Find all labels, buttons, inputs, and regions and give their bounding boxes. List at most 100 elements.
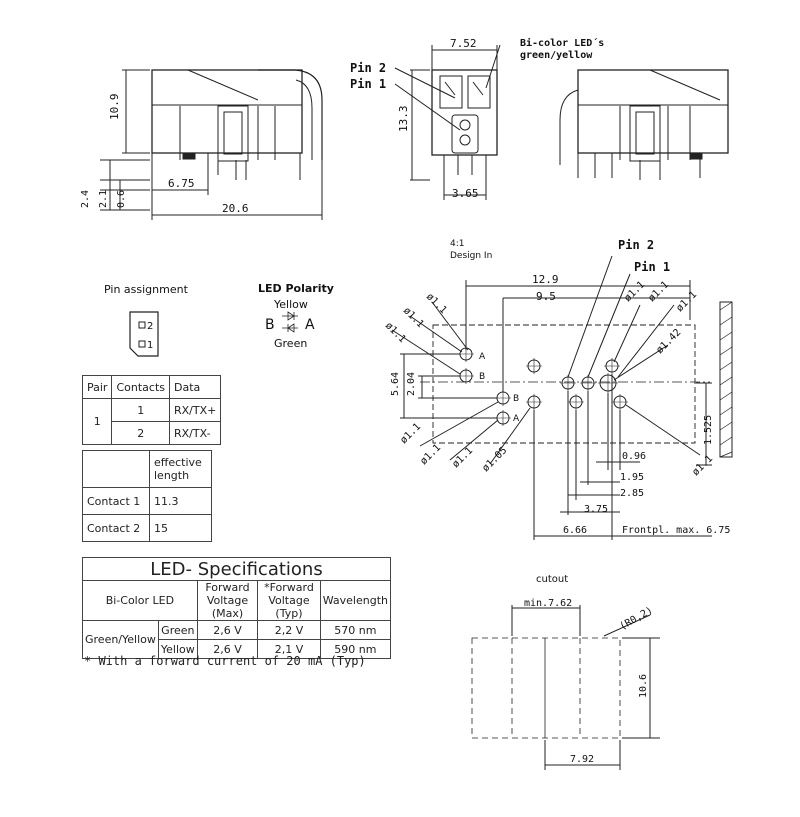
fp-hole-105: ø1.05 xyxy=(480,445,509,474)
led-spec-color: Green xyxy=(157,620,198,640)
led-spec-vtyp: 2,1 V xyxy=(257,639,321,659)
fp-hole-4: ø1.1 xyxy=(398,421,423,446)
dim-side-h1: 2.4 xyxy=(80,190,91,208)
led-spec-wave: 590 nm xyxy=(319,639,392,659)
pin-assignment-1: 1 xyxy=(147,340,153,351)
fp-hole-142: ø1.42 xyxy=(654,327,683,356)
led-spec-wave: 570 nm xyxy=(319,620,392,640)
led-note-line2: green/yellow xyxy=(520,50,593,61)
led-spec-group: Green/Yellow xyxy=(82,620,159,659)
fp-dim-3-75: 3.75 xyxy=(584,504,608,515)
pin-table-contact: 1 xyxy=(111,398,170,422)
fp-hole-8: ø1.1 xyxy=(646,279,671,304)
fp-letter-b1: B xyxy=(479,372,485,382)
led-spec-col-type: Bi-Color LED xyxy=(82,580,198,621)
dim-front-pitch: 3.65 xyxy=(452,187,479,200)
fp-frontplate: Frontpl. max. 6.75 xyxy=(622,525,730,536)
side-view xyxy=(100,69,323,220)
led-spec-col-vtyp: *Forward Voltage (Typ) xyxy=(257,580,321,621)
fp-dim-0-96: 0.96 xyxy=(622,451,646,462)
length-table-name: Contact 1 xyxy=(82,487,150,515)
led-polarity-yellow: Yellow xyxy=(273,298,308,311)
led-spec-vmax: 2,6 V xyxy=(196,620,259,640)
cutout-title: cutout xyxy=(536,574,568,585)
led-polarity-a: A xyxy=(305,317,315,333)
fp-hole-10: ø1.1 xyxy=(690,453,715,478)
rear-view xyxy=(559,69,729,180)
effective-length-table: effective length Contact 1 11.3 Contact … xyxy=(82,450,212,542)
footprint-pin2: Pin 2 xyxy=(618,238,654,252)
pin-table-pair: 1 xyxy=(81,398,113,445)
dim-side-h3: 0.6 xyxy=(116,190,127,208)
led-spec-col-wave: Wavelength xyxy=(319,580,392,621)
length-table-value: 15 xyxy=(149,514,212,542)
led-polarity-b: B xyxy=(265,317,275,333)
front-pin1-label: Pin 1 xyxy=(350,77,386,91)
led-spec-col-vmax: Forward Voltage (Max) xyxy=(196,580,259,621)
vmax-line2: Voltage (Max) xyxy=(206,594,249,620)
pin-table: Pair Contacts Data 1 1 RX/TX+ 2 RX/TX- xyxy=(81,375,222,445)
pin-assignment-symbol xyxy=(129,311,159,357)
vtyp-line2: Voltage (Typ) xyxy=(268,594,310,620)
length-table-name: Contact 2 xyxy=(82,514,150,542)
led-spec-table: LED- Specifications Bi-Color LED Forward… xyxy=(82,557,392,659)
pin-assignment-title: Pin assignment xyxy=(104,283,189,296)
fp-dim-1-95: 1.95 xyxy=(620,472,644,483)
fp-dim-6-66: 6.66 xyxy=(563,525,587,536)
fp-hole-5: ø1.1 xyxy=(418,442,443,467)
fp-dim-12-9: 12.9 xyxy=(532,273,559,286)
diode-icon xyxy=(282,311,298,333)
fp-dim-2-04: 2.04 xyxy=(406,372,417,396)
fp-dim-5-64: 5.64 xyxy=(390,372,401,396)
dim-side-height: 10.9 xyxy=(108,94,121,121)
pin-table-data: RX/TX+ xyxy=(168,398,222,422)
fp-letter-b2: B xyxy=(513,394,519,404)
vmax-line1: Forward xyxy=(205,581,250,594)
length-header-line2: length xyxy=(154,469,190,482)
pin-table-header-contacts: Contacts xyxy=(111,375,170,399)
length-header-line1: effective xyxy=(154,456,202,469)
fp-letter-a1: A xyxy=(479,352,486,362)
length-table-header: effective length xyxy=(149,450,212,488)
cutout-width: 7.92 xyxy=(570,754,594,765)
dim-side-length: 20.6 xyxy=(222,202,249,215)
front-pin2-label: Pin 2 xyxy=(350,61,386,75)
length-table-value: 11.3 xyxy=(149,487,212,515)
cutout-drawing xyxy=(471,605,660,770)
pin-assignment-2: 2 xyxy=(147,321,153,332)
dim-side-h2: 2.1 xyxy=(98,190,109,208)
led-spec-vtyp: 2,2 V xyxy=(257,620,321,640)
footprint-drawing xyxy=(391,255,733,540)
cutout-height: 10.6 xyxy=(638,674,649,698)
fp-dim-9-5: 9.5 xyxy=(536,290,556,303)
pin-table-contact: 2 xyxy=(111,421,170,445)
pin-table-data: RX/TX- xyxy=(168,421,222,445)
fp-hole-3: ø1.1 xyxy=(383,320,408,345)
footprint-design: Design In xyxy=(450,251,492,261)
led-spec-vmax: 2,6 V xyxy=(196,639,259,659)
fp-letter-a2: A xyxy=(513,414,520,424)
led-spec-title: LED- Specifications xyxy=(82,557,391,581)
dim-front-width: 7.52 xyxy=(450,37,477,50)
led-polarity-title: LED Polarity xyxy=(258,282,334,295)
fp-hole-6: ø1.1 xyxy=(450,445,475,470)
pin-table-header-data: Data xyxy=(168,375,222,399)
cutout-radius: (R0,2) xyxy=(618,605,655,633)
footprint-scale: 4:1 xyxy=(450,239,464,249)
fp-dim-2-85: 2.85 xyxy=(620,488,644,499)
fp-hole-2: ø1.1 xyxy=(401,305,426,330)
length-table-corner xyxy=(82,450,150,488)
fp-hole-1: ø1.1 xyxy=(424,291,449,316)
footprint-pin1: Pin 1 xyxy=(634,260,670,274)
cutout-min-width: min.7.62 xyxy=(524,598,572,609)
led-note-line1: Bi-color LED´s xyxy=(520,37,604,49)
fp-dim-1-525: 1.525 xyxy=(703,415,714,445)
led-spec-color: Yellow xyxy=(157,639,198,659)
led-spec-note: * With a forward current of 20 mA (Typ) xyxy=(84,654,366,668)
dim-front-height: 13.3 xyxy=(397,106,410,133)
front-view xyxy=(394,44,501,200)
dim-side-pin: 6.75 xyxy=(168,177,195,190)
vtyp-line1: *Forward xyxy=(264,581,314,594)
fp-hole-9: ø1.1 xyxy=(674,289,699,314)
